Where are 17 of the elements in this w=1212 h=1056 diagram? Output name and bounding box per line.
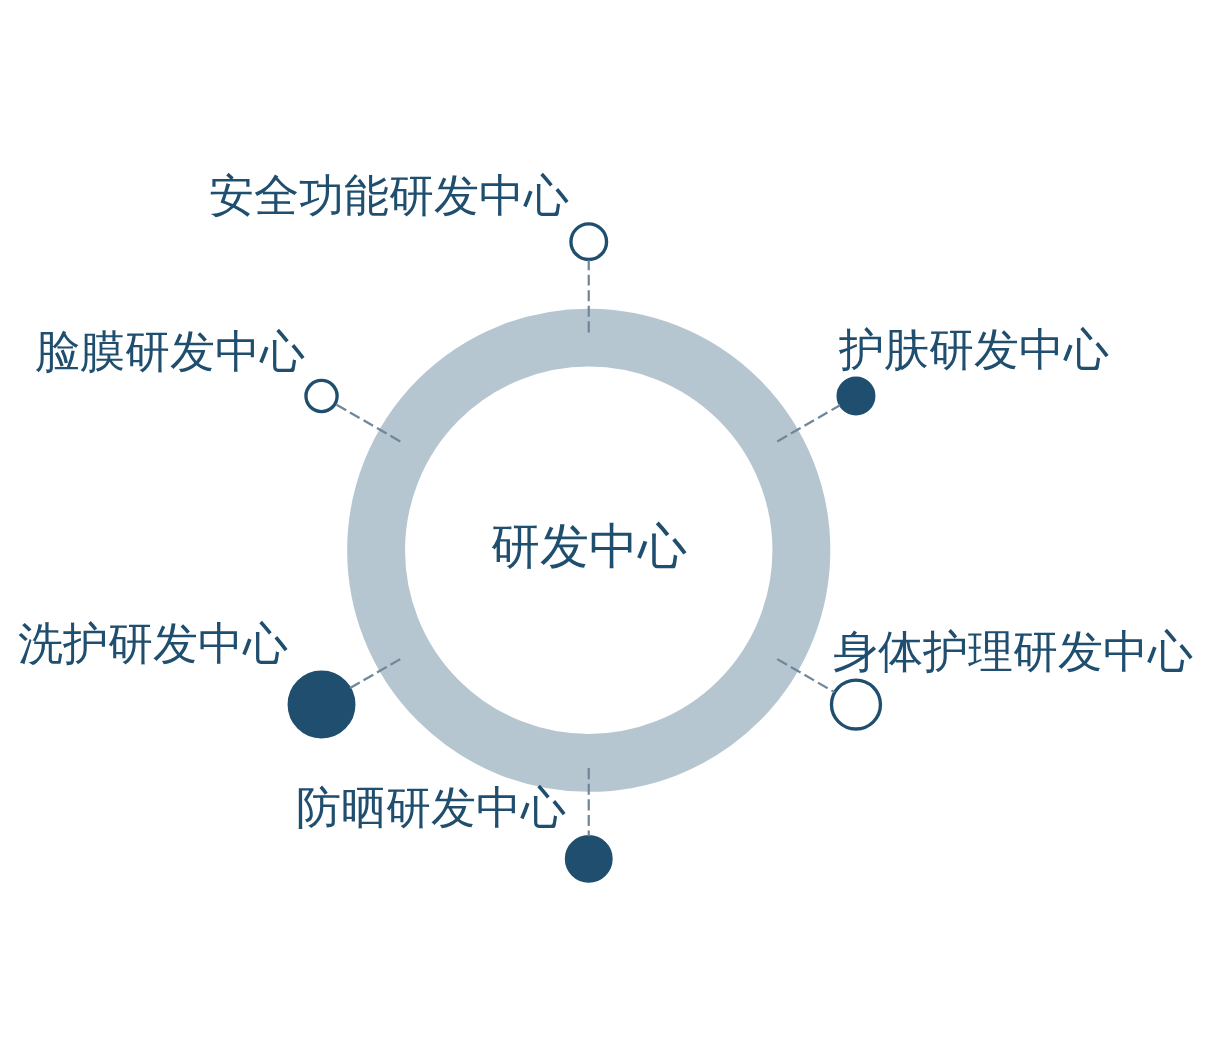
node-circle (569, 222, 609, 262)
node-circle (829, 678, 883, 731)
node-circle (564, 834, 613, 883)
connector (349, 658, 401, 690)
connector (587, 260, 590, 333)
connector (776, 658, 836, 694)
node-circle (836, 376, 876, 416)
node-circle (287, 670, 356, 739)
node-label: 安全功能研发中心 (209, 169, 570, 222)
connector (776, 404, 841, 443)
connector (335, 403, 401, 443)
node-label: 洗护研发中心 (18, 617, 289, 670)
connector (587, 767, 590, 837)
node-label: 身体护理研发中心 (832, 625, 1193, 678)
node-label: 脸膜研发中心 (35, 326, 306, 379)
node-label: 护肤研发中心 (838, 323, 1109, 376)
node-circle (304, 378, 339, 414)
